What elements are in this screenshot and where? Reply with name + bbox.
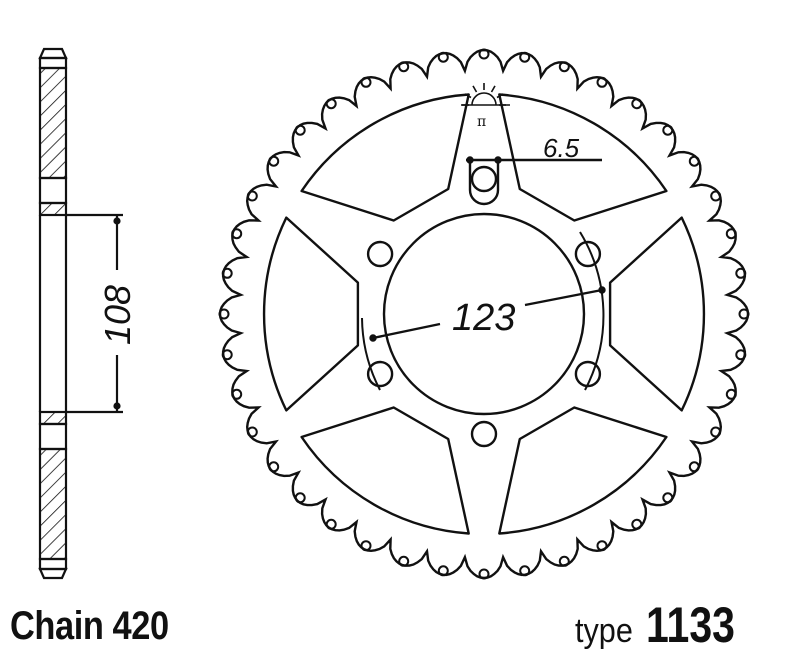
lightening-window <box>608 216 706 412</box>
bore-dim-line-left <box>372 322 441 340</box>
side-bottom-small-hatch <box>38 410 68 426</box>
side-bottom-cap <box>38 567 68 580</box>
lightening-window <box>262 216 360 412</box>
lightening-window <box>300 93 470 222</box>
dim-dot <box>369 334 377 342</box>
side-bottom-hatch <box>38 447 68 561</box>
lightening-window <box>498 93 668 222</box>
pi-mark-icon: π <box>477 114 486 130</box>
mount-hole <box>470 165 498 193</box>
bolt-arc-left <box>361 317 381 391</box>
center-bore <box>382 212 586 416</box>
bore-diameter-label: 123 <box>452 297 515 339</box>
dim-dot <box>466 156 474 164</box>
bore-dim-line-right <box>524 288 603 307</box>
side-top-band <box>38 56 68 70</box>
bolt-arc-right <box>579 231 605 391</box>
hole-size-label: 6.5 <box>543 133 580 163</box>
lightening-window <box>498 406 668 535</box>
type-word: type <box>575 612 633 650</box>
mount-hole <box>366 360 394 388</box>
top-slot <box>468 160 500 206</box>
side-top-cap <box>38 47 68 60</box>
front-view: π <box>218 48 750 580</box>
side-view <box>38 47 123 580</box>
chain-label: Chain 420 <box>10 604 169 648</box>
dimension-108-label: 108 <box>97 285 138 345</box>
side-top-hatch <box>38 66 68 180</box>
side-top-small-hatch <box>38 201 68 217</box>
type-number: 1133 <box>645 597 735 653</box>
lightening-window <box>300 406 470 535</box>
side-top-plain <box>38 176 68 205</box>
dim-dot <box>494 156 502 164</box>
mount-hole <box>574 240 602 268</box>
side-bottom-plain <box>38 422 68 451</box>
side-bottom-band <box>38 557 68 571</box>
sun-mark-icon <box>461 83 510 106</box>
sprocket-outline <box>218 48 750 580</box>
mount-hole <box>366 240 394 268</box>
type-label: type 1133 <box>575 596 754 654</box>
mount-hole <box>470 420 498 448</box>
